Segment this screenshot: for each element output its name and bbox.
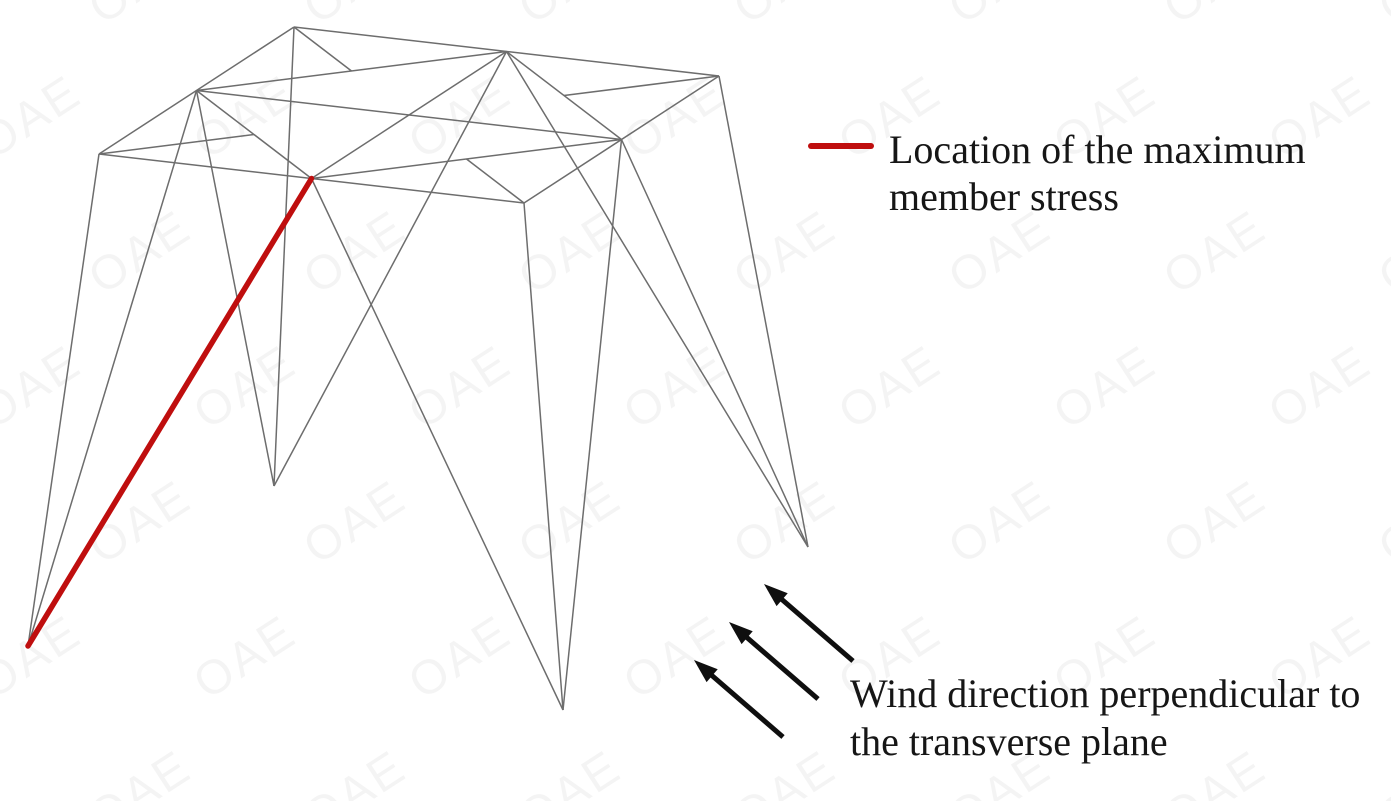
structure-member: [98, 133, 255, 155]
structure-member: [195, 90, 275, 487]
structure-member: [562, 139, 623, 711]
structure-member: [620, 139, 809, 548]
wind-label-line1: Wind direction perpendicular to: [850, 671, 1361, 716]
structure-member: [293, 26, 352, 72]
wind-arrow-head: [694, 660, 718, 683]
structure-member: [27, 153, 100, 647]
wind-direction-label: Wind direction perpendicular to the tran…: [850, 670, 1391, 766]
legend-label: Location of the maximum member stress: [889, 126, 1349, 220]
legend-label-line1: Location of the maximum: [889, 127, 1306, 172]
structure-member: [27, 90, 198, 647]
legend-label-line2: member stress: [889, 174, 1119, 219]
structure-member: [311, 50, 507, 180]
structure-member: [718, 75, 809, 548]
wind-arrow-head: [729, 622, 753, 645]
wind-arrow-shaft: [708, 671, 785, 739]
structure-member: [273, 26, 295, 487]
wind-arrow-shaft: [743, 633, 820, 701]
wind-arrow-shaft: [778, 595, 855, 663]
structure-member: [273, 51, 508, 487]
structure-member: [505, 51, 809, 548]
max-stress-member: [25, 175, 315, 649]
structure-member: [563, 75, 720, 97]
wind-arrow-head: [764, 584, 788, 607]
wind-label-line2: the transverse plane: [850, 719, 1168, 764]
structure-member: [466, 158, 525, 204]
structure-member: [523, 202, 564, 711]
legend-line-swatch: [808, 143, 874, 149]
structure-member: [310, 178, 564, 711]
